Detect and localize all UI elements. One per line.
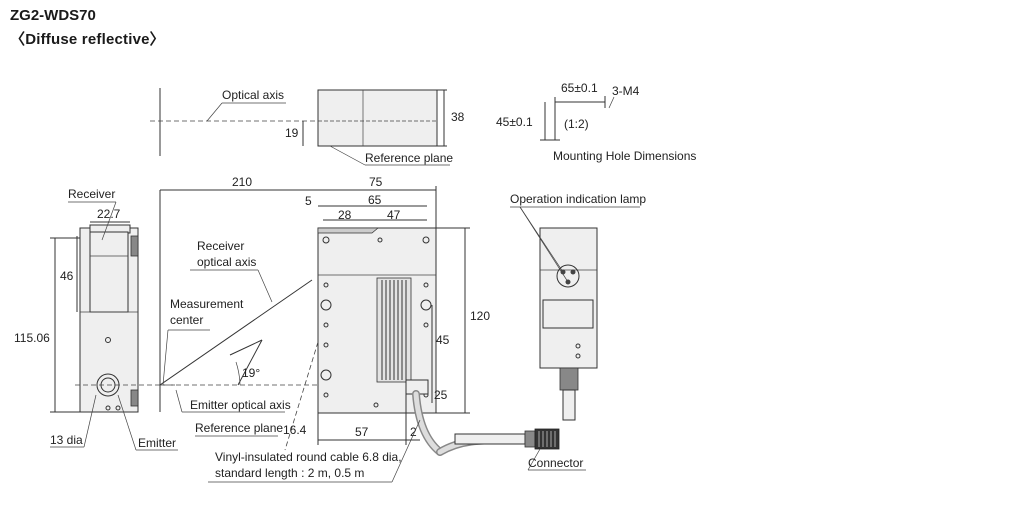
mount-screw-label: 3-M4 [612,84,640,98]
receiver-label: Receiver [68,187,115,201]
model-subtitle: 〈Diffuse reflective〉 [10,31,165,48]
dim-38-label: 38 [451,110,465,124]
mount-dim-45-label: 45±0.1 [496,115,533,129]
mount-hole-right [420,299,432,311]
top-view: Optical axis 38 19 Reference plane [150,88,465,166]
angle-label: 19° [242,366,260,380]
dim-75-label: 75 [369,175,383,189]
operation-indication-lamp-2 [570,269,576,275]
mount-title: Mounting Hole Dimensions [553,149,696,163]
measurement-center-label-2: center [170,313,203,327]
lamp-label: Operation indication lamp [510,192,646,206]
indication-lamp-housing [556,264,580,288]
mount-dim-65-label: 65±0.1 [561,81,598,95]
dim-5-label: 5 [305,194,312,208]
cable-label-1: Vinyl-insulated round cable 6.8 dia, [215,450,402,464]
cable-exit [559,367,579,391]
dim-25-label: 25 [434,388,448,402]
side-view: Receiver 22.7 46 115.06 13 dia Emitter [14,187,178,451]
dim-65-label: 65 [368,193,382,207]
dim-57-label: 57 [355,425,369,439]
front-view: 210 75 5 65 28 47 [159,175,490,483]
dim-2-label: 2 [410,425,417,439]
receiver-axis-label-1: Receiver [197,239,244,253]
emitter-label: Emitter [138,436,176,450]
dim-45-front-label: 45 [436,333,450,347]
receiver-window [89,231,129,313]
mount-hole-bottom [320,369,332,381]
reference-plane-leader [329,145,366,166]
receiver-optical-axis [159,279,313,386]
mount-hole-left [320,299,332,311]
connector-label: Connector [528,456,583,470]
optical-axis-leader [206,102,223,122]
right-view: Operation indication lamp Connector [436,192,646,471]
model-title: ZG2-WDS70 [10,7,96,24]
dim-22-7-label: 22.7 [97,207,121,221]
mounting-hole-dimensions: 65±0.1 3-M4 45±0.1 (1:2) Mounting Hole D… [496,81,696,163]
dim-19-label: 19 [285,126,299,140]
dim-47-label: 47 [387,208,401,222]
optical-axis-label: Optical axis [222,88,284,102]
dia-13-label: 13 dia [50,433,83,447]
cable-leader [391,419,421,483]
angle-arc [235,361,241,386]
mount-ratio-label: (1:2) [564,117,589,131]
dim-16-4-label: 16.4 [283,423,307,437]
reference-plane-label-top: Reference plane [365,151,453,165]
heat-sink-fins [376,277,412,383]
dim-115-06-label: 115.06 [14,331,50,345]
reference-plane-label-front: Reference plane [195,421,283,435]
cable-label-2: standard length : 2 m, 0.5 m [215,466,364,480]
sensor-top-body [317,89,438,147]
right-body [539,227,598,369]
dim-46-label: 46 [60,269,74,283]
receiver-axis-label-2: optical axis [197,255,256,269]
dim-120-label: 120 [470,309,490,323]
emitter-axis-label: Emitter optical axis [190,398,291,412]
dim-28-label: 28 [338,208,352,222]
measurement-center-label-1: Measurement [170,297,244,311]
dim-210-label: 210 [232,175,252,189]
